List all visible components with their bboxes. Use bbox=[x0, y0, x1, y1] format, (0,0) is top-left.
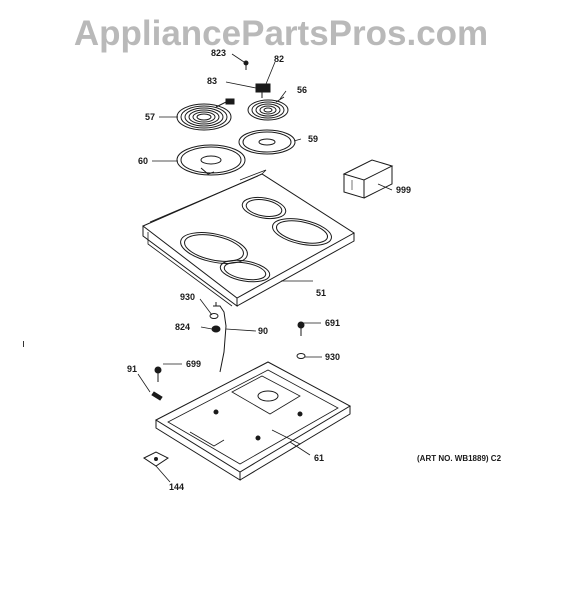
washer-930-right[interactable] bbox=[296, 353, 306, 359]
cooktop-main-top-51[interactable] bbox=[142, 169, 355, 307]
callout-930-left: 930 bbox=[180, 292, 195, 302]
callout-691: 691 bbox=[325, 318, 340, 328]
callout-823: 823 bbox=[211, 48, 226, 58]
callout-699: 699 bbox=[186, 359, 201, 369]
callout-61: 61 bbox=[314, 453, 324, 463]
parts-package-999[interactable] bbox=[342, 159, 394, 199]
bracket-91[interactable] bbox=[151, 391, 163, 401]
burner-element-56[interactable] bbox=[247, 96, 289, 121]
drip-pan-60[interactable] bbox=[176, 144, 246, 176]
burner-element-57[interactable] bbox=[176, 98, 235, 131]
bracket-144[interactable] bbox=[143, 451, 169, 467]
screw-823[interactable] bbox=[243, 60, 249, 70]
margin-mark bbox=[23, 341, 24, 347]
terminal-block-83[interactable] bbox=[255, 83, 271, 98]
callout-56: 56 bbox=[297, 85, 307, 95]
drip-pan-59[interactable] bbox=[238, 129, 296, 155]
nut-824[interactable] bbox=[211, 325, 221, 333]
washer-930-left[interactable] bbox=[209, 313, 219, 319]
art-number: (ART NO. WB1889) C2 bbox=[417, 454, 502, 463]
callout-51: 51 bbox=[316, 288, 326, 298]
watermark-logo: AppliancePartsPros.com bbox=[73, 14, 489, 53]
callout-930-right: 930 bbox=[325, 352, 340, 362]
callout-144: 144 bbox=[169, 482, 184, 492]
callout-91: 91 bbox=[127, 364, 137, 374]
rod-support-90[interactable] bbox=[213, 302, 227, 373]
callout-60: 60 bbox=[138, 156, 148, 166]
callout-59: 59 bbox=[308, 134, 318, 144]
callout-824: 824 bbox=[175, 322, 190, 332]
callout-82: 82 bbox=[274, 54, 284, 64]
screw-691[interactable] bbox=[297, 321, 305, 336]
callout-57: 57 bbox=[145, 112, 155, 122]
callout-90: 90 bbox=[258, 326, 268, 336]
screw-699[interactable] bbox=[154, 366, 162, 382]
burner-box-61[interactable] bbox=[154, 361, 352, 481]
callout-999: 999 bbox=[396, 185, 411, 195]
callout-83: 83 bbox=[207, 76, 217, 86]
